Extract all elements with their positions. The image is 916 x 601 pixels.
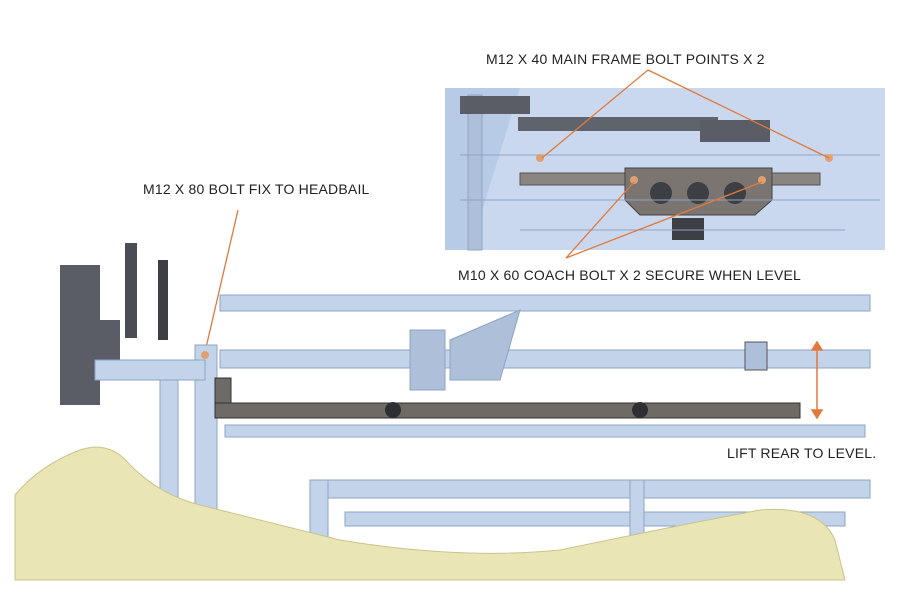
knob-icon (632, 402, 648, 418)
terrain-surface (14, 446, 846, 581)
mounting-bar (214, 377, 801, 419)
label-lift-rear: LIFT REAR TO LEVEL. (727, 445, 877, 461)
knob-icon (385, 402, 401, 418)
lift-arrow-icon (810, 340, 824, 420)
label-main-frame-bolts: M12 X 40 MAIN FRAME BOLT POINTS X 2 (486, 51, 765, 67)
label-coach-bolt: M10 X 60 COACH BOLT X 2 SECURE WHEN LEVE… (458, 267, 802, 283)
inset-detail-view (445, 88, 885, 251)
label-headbail-bolt: M12 X 80 BOLT FIX TO HEADBAIL (143, 181, 370, 197)
leader-lines (204, 69, 830, 353)
